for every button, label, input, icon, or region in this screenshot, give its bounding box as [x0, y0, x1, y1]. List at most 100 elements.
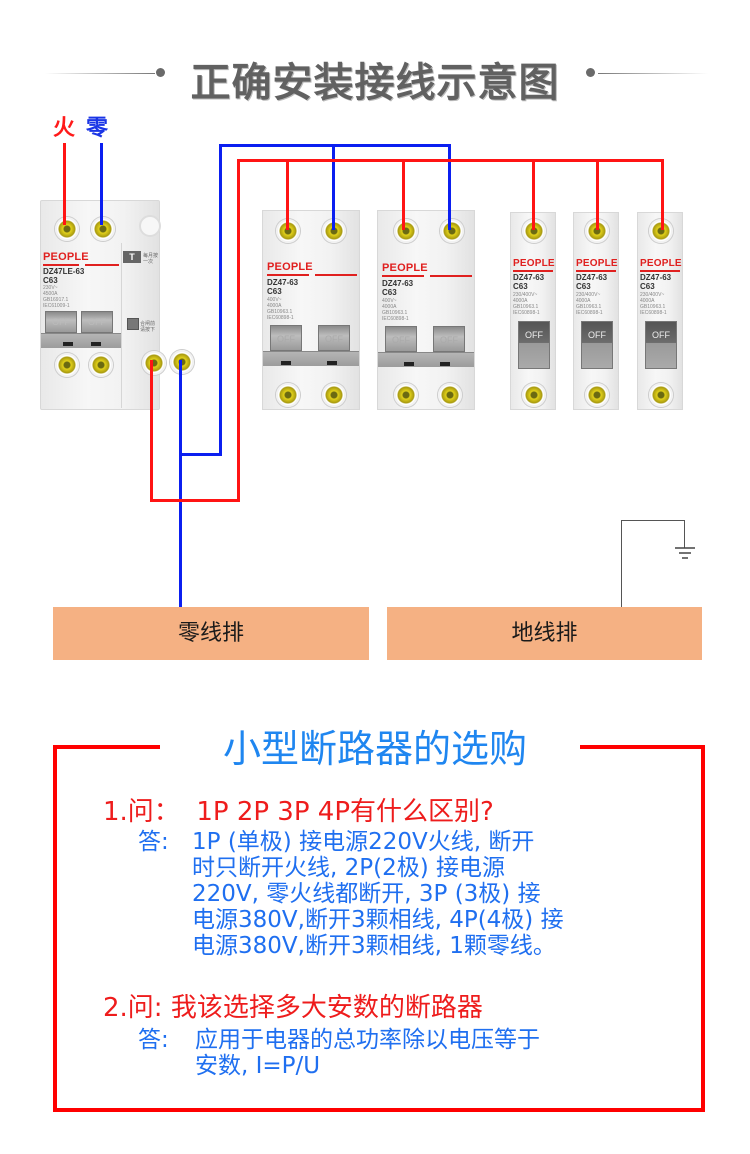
breaker-model: DZ47-63: [576, 273, 608, 282]
faq-question-1: 1.问： 1P 2P 3P 4P有什么区别?: [103, 797, 494, 827]
reset-button[interactable]: [127, 318, 139, 330]
rcd-spec: 4500A: [43, 291, 58, 297]
breaker-spec: IEC60898-1: [640, 310, 667, 316]
terminal-screw: [440, 219, 464, 243]
breaker-spec: 4000A: [382, 304, 397, 310]
rcd-breaker: PEOPLE DZ47LE-63 C63 230V~ 4500A GB16917…: [40, 200, 166, 410]
breaker-spec: GB10963.1: [267, 309, 293, 315]
header-decor-dot-left: [156, 68, 165, 77]
page-title: 正确安装接线示意图: [190, 60, 560, 106]
terminal-screw: [89, 353, 113, 377]
rcd-knob: [139, 215, 161, 237]
slot: [91, 342, 101, 346]
terminal-screw: [322, 383, 346, 407]
one-pole-breaker: PEOPLE DZ47-63 C63 230/400V~ 4000A GB109…: [637, 212, 683, 410]
faq-question-2: 2.问: 我该选择多大安数的断路器: [103, 993, 483, 1023]
terminal-screw: [142, 351, 166, 375]
lever-bar: [378, 352, 474, 367]
neutral-wire-label: 零: [86, 116, 109, 141]
breaker-lever[interactable]: OFF: [433, 326, 465, 352]
rcd-spec: 230V~: [43, 285, 58, 291]
neutral-wire-top: [219, 144, 451, 147]
answer-line: 应用于电器的总功率除以电压等于: [195, 1027, 540, 1053]
breaker-lever[interactable]: OFF: [45, 311, 77, 333]
breaker-lever[interactable]: OFF: [318, 325, 350, 351]
answer-line: 1P (单极) 接电源220V火线, 断开: [192, 829, 535, 855]
lever-off-label: OFF: [52, 317, 70, 327]
header-decor-line-left: [45, 73, 155, 74]
faq-answer-label-2: 答:: [138, 1027, 169, 1053]
rcd-brand: PEOPLE: [43, 251, 89, 263]
test-note: 每月按一次: [143, 253, 159, 265]
breaker-rating: C63: [640, 282, 655, 291]
breaker-lever[interactable]: OFF: [385, 326, 417, 352]
breaker-spec: GB10963.1: [513, 304, 539, 310]
breaker-lever[interactable]: OFF: [581, 321, 613, 369]
ground-symbol-icon: [675, 547, 695, 559]
terminal-screw: [170, 350, 194, 374]
breaker-spec: GB10963.1: [640, 304, 666, 310]
brand-underline: [43, 264, 79, 266]
breaker-brand: PEOPLE: [576, 258, 618, 269]
terminal-screw: [438, 383, 462, 407]
header-decor-line-right: [598, 73, 708, 74]
two-pole-breaker: PEOPLE DZ47-63 C63 400V~ 4000A GB10963.1…: [262, 210, 360, 410]
test-button[interactable]: T: [123, 251, 141, 263]
breaker-model: DZ47-63: [267, 278, 299, 287]
breaker-rating: C63: [513, 282, 528, 291]
module-divider: [121, 243, 122, 408]
breaker-spec: IEC60898-1: [382, 316, 409, 322]
breaker-lever[interactable]: OFF: [645, 321, 677, 369]
live-wire-incoming: [63, 143, 66, 225]
answer-line: 电源380V,断开3颗相线, 1颗零线。: [192, 933, 556, 959]
lever-off-label: OFF: [588, 330, 606, 340]
breaker-spec: 4000A: [513, 298, 528, 304]
live-drop: [661, 159, 664, 230]
breaker-spec: 400V~: [382, 298, 397, 304]
faq-answer-2: 应用于电器的总功率除以电压等于 安数, I=P/U: [195, 1027, 540, 1079]
rcd-spec: GB16917.1: [43, 297, 69, 303]
answer-line: 时只断开火线, 2P(2极) 接电源: [192, 855, 506, 881]
lever-off-label: OFF: [525, 330, 543, 340]
terminal-screw: [55, 217, 79, 241]
ground-wire: [621, 520, 622, 607]
reset-note: 合闸前请按下: [140, 321, 156, 333]
neutral-drop: [448, 144, 451, 230]
neutral-busbar: 零线排: [53, 607, 369, 660]
faq-title-gap: [160, 720, 580, 770]
breaker-lever[interactable]: OFF: [81, 311, 113, 333]
answer-line: 安数, I=P/U: [195, 1053, 321, 1079]
lever-off-label: OFF: [652, 330, 670, 340]
brand-underline: [576, 270, 616, 272]
live-wire-riser: [237, 159, 240, 502]
lever-off-label: OFF: [392, 335, 410, 345]
brand-underline: [85, 264, 119, 266]
breaker-lever[interactable]: OFF: [518, 321, 550, 369]
breaker-spec: GB10963.1: [382, 310, 408, 316]
terminal-screw: [649, 383, 673, 407]
breaker-model: DZ47-63: [640, 273, 672, 282]
lever-bar: [263, 351, 359, 366]
lever-bar: [41, 333, 121, 348]
answer-line: 电源380V,断开3颗相线, 4P(4极) 接: [192, 907, 564, 933]
faq-answer-1: 1P (单极) 接电源220V火线, 断开 时只断开火线, 2P(2极) 接电源…: [192, 829, 564, 959]
rcd-spec: IEC61009-1: [43, 303, 70, 309]
breaker-spec: GB10963.1: [576, 304, 602, 310]
two-pole-breaker: PEOPLE DZ47-63 C63 400V~ 4000A GB10963.1…: [377, 210, 475, 410]
brand-underline: [267, 274, 309, 276]
rcd-model: DZ47LE-63: [43, 267, 85, 276]
terminal-screw: [522, 383, 546, 407]
slot: [63, 342, 73, 346]
breaker-rating: C63: [267, 287, 282, 296]
breaker-lever[interactable]: OFF: [270, 325, 302, 351]
breaker-spec: IEC60898-1: [267, 315, 294, 321]
terminal-screw: [276, 219, 300, 243]
faq-answer-label-1: 答:: [138, 829, 169, 855]
brand-underline: [640, 270, 680, 272]
breaker-brand: PEOPLE: [267, 261, 313, 273]
live-drop: [532, 159, 535, 230]
breaker-spec: 230/400V~: [640, 292, 665, 298]
terminal-screw: [55, 353, 79, 377]
breaker-spec: 230/400V~: [513, 292, 538, 298]
ground-busbar: 地线排: [387, 607, 702, 660]
